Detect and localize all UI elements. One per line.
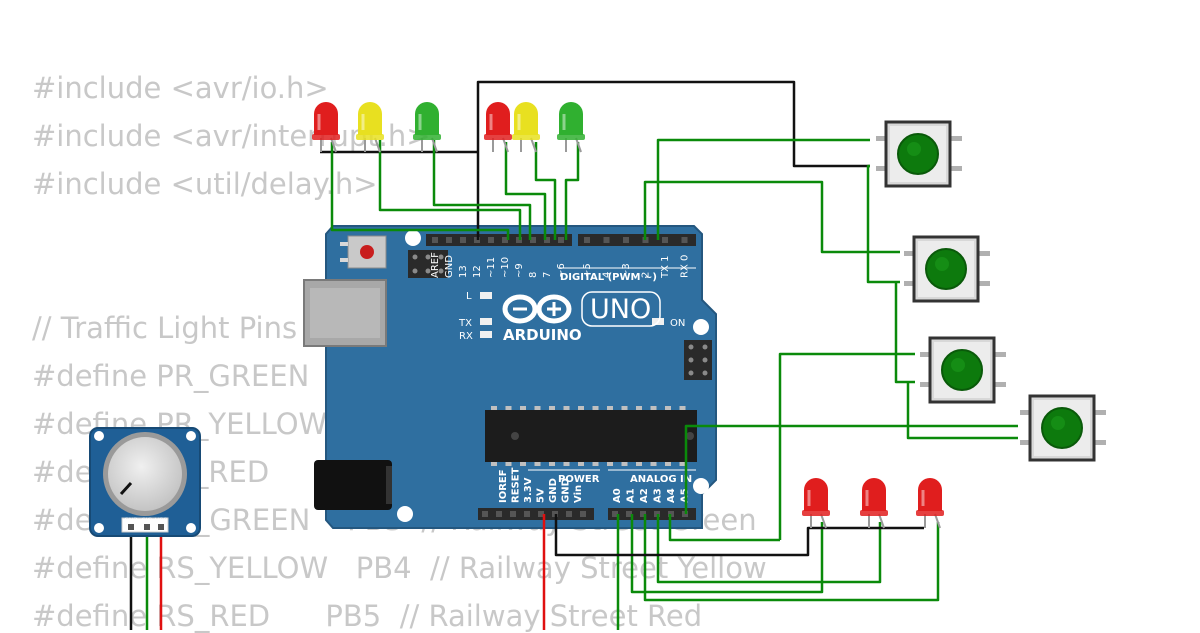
- wire-led-6: [564, 142, 580, 240]
- wire-button-common-2: [894, 282, 915, 384]
- wire-gnd-top: [476, 80, 870, 240]
- power-pin-label: 3.3V: [523, 477, 534, 503]
- code-line: #include <util/delay.h>: [32, 167, 378, 201]
- analog-label: ANALOG IN: [630, 474, 692, 485]
- led-green: [557, 102, 585, 153]
- code-line: // Traffic Light Pins: [32, 311, 298, 345]
- label-l: L: [466, 291, 472, 302]
- digital-pin-label: 4: [602, 272, 613, 278]
- digital-pin-label: TX 1: [660, 256, 671, 280]
- led-group: [312, 102, 944, 529]
- digital-pin-label: 2: [641, 272, 652, 278]
- digital-pin-label: ~6: [556, 263, 567, 278]
- led-tx-indicator: [480, 318, 492, 325]
- led-red: [860, 478, 888, 529]
- analog-pin-label: A1: [626, 488, 637, 503]
- power-pin-label: Vin: [573, 485, 584, 503]
- digital-pin-label: RX 0: [680, 255, 691, 278]
- led-rx-indicator: [480, 331, 492, 338]
- potentiometer-pin-label: SIG: [142, 517, 153, 524]
- push-button[interactable]: [904, 235, 990, 303]
- analog-pin-label: A2: [639, 488, 650, 503]
- analog-pin-label: A3: [653, 488, 664, 503]
- label-tx: TX: [458, 318, 472, 329]
- led-red: [916, 478, 944, 529]
- arduino-brand: ARDUINO: [503, 326, 582, 344]
- power-pin-label: 5V: [536, 488, 547, 503]
- code-line: #include <avr/interrupt.h>: [32, 119, 431, 153]
- wires: [129, 80, 1018, 630]
- label-on: ON: [670, 318, 685, 329]
- potentiometer-pin-label: GND: [124, 517, 138, 524]
- digital-pin-label: ~11: [486, 257, 497, 278]
- atmega-chip: [485, 410, 697, 462]
- potentiometer-knob: [108, 437, 182, 511]
- led-l-indicator: [480, 292, 492, 299]
- code-line: #define PR_GREEN: [32, 359, 310, 393]
- wire-led-2: [378, 140, 522, 240]
- wire-led-5: [534, 142, 557, 240]
- power-pin-label: GND: [548, 478, 559, 503]
- code-line: #define RS_YELLOW PB4 // Railway Street …: [32, 551, 767, 585]
- wire-analog-b: [656, 514, 882, 584]
- digital-pin-label: ~9: [514, 263, 525, 278]
- push-button[interactable]: [920, 336, 1006, 404]
- code-line: #define RS_RED PB5 // Railway Street Red: [32, 599, 703, 633]
- digital-pin-label: 8: [528, 272, 539, 278]
- uno-model: UNO: [590, 294, 651, 325]
- wire-button-common-3: [906, 382, 1018, 440]
- push-button[interactable]: [876, 120, 962, 188]
- analog-pin-label: A0: [612, 488, 623, 503]
- digital-pin-label: ~10: [500, 257, 511, 278]
- led-yellow: [512, 102, 540, 153]
- power-header: [478, 508, 594, 520]
- digital-label: DIGITAL (PWM ~): [560, 272, 657, 283]
- wire-button-common-1: [866, 164, 900, 284]
- wire-button-2: [643, 180, 900, 254]
- digital-pin-label: AREF: [430, 252, 441, 278]
- led-yellow: [356, 102, 384, 153]
- power-label: POWER: [558, 474, 600, 485]
- digital-pin-label: 13: [458, 265, 469, 278]
- potentiometer-pin-label: VCC: [155, 517, 167, 524]
- digital-pin-label: ~5: [582, 263, 593, 278]
- dc-power-jack: [314, 460, 392, 510]
- power-pin-label: RESET: [511, 467, 522, 503]
- icsp-header: [408, 250, 448, 278]
- power-pin-label: IOREF: [498, 469, 509, 503]
- push-button[interactable]: [1020, 394, 1106, 462]
- digital-pin-label: ~3: [621, 263, 632, 278]
- arduino-logo: [502, 294, 572, 324]
- power-pin-label: GND: [561, 478, 572, 503]
- wire-led-4: [504, 142, 547, 240]
- digital-pin-label: 12: [472, 265, 483, 278]
- wire-gnd-bottom: [554, 514, 924, 557]
- wire-analog-d: [630, 514, 824, 594]
- led-red: [312, 102, 340, 153]
- icsp-header-2: [684, 340, 712, 380]
- led-green: [413, 102, 441, 153]
- wire-led-3: [432, 140, 532, 240]
- wire-button-3: [778, 352, 915, 540]
- code-line: #include <avr/io.h>: [32, 71, 329, 105]
- analog-pin-label: A4: [666, 488, 677, 503]
- uno-badge: [581, 291, 661, 327]
- wire-led-1: [330, 142, 510, 240]
- wire-analog-c: [643, 514, 940, 602]
- wire-analog-e: [668, 514, 675, 542]
- led-red: [802, 478, 830, 529]
- digital-pin-label: GND: [444, 255, 455, 278]
- wire-button-4: [684, 424, 1018, 514]
- label-rx: RX: [459, 331, 473, 342]
- led-red: [484, 102, 512, 153]
- wire-button-1: [656, 138, 870, 240]
- button-group: [876, 120, 1106, 462]
- digital-pin-label: 7: [542, 272, 553, 278]
- digital-header-right: [578, 234, 696, 246]
